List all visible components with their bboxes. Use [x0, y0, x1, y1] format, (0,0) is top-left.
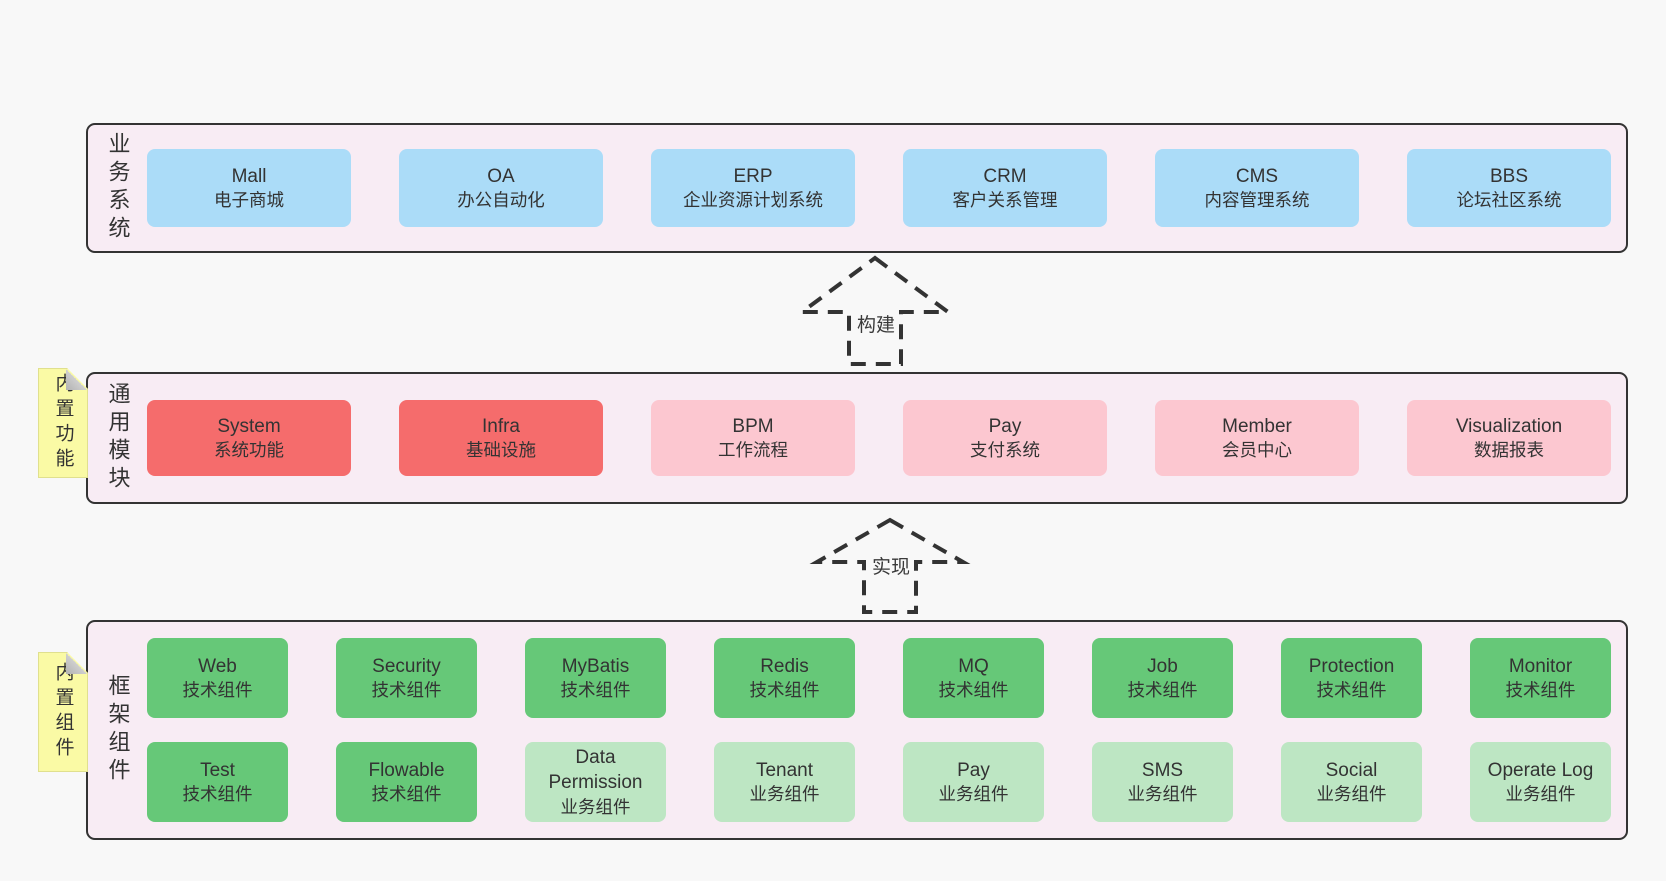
framework-components-label: 框架组件: [105, 674, 131, 786]
panel-label-column: 业务系统: [88, 125, 147, 251]
box-sms: SMS 业务组件: [1092, 742, 1233, 822]
business-systems-boxes: Mall 电子商城 OA 办公自动化 ERP 企业资源计划系统 CRM 客户关系…: [147, 125, 1611, 251]
framework-components-panel: 框架组件 Web 技术组件 Security 技术组件 MyBatis 技术组件…: [86, 620, 1628, 840]
framework-row-1: Web 技术组件 Security 技术组件 MyBatis 技术组件 Redi…: [147, 638, 1611, 718]
box-oa: OA 办公自动化: [399, 149, 603, 227]
panel-label-column: 通用模块: [88, 374, 147, 502]
box-erp: ERP 企业资源计划系统: [651, 149, 855, 227]
box-tenant: Tenant 业务组件: [714, 742, 855, 822]
build-arrow-icon: [795, 255, 955, 366]
box-bpm: BPM 工作流程: [651, 400, 855, 476]
box-redis: Redis 技术组件: [714, 638, 855, 718]
framework-row-2: Test 技术组件 Flowable 技术组件 Data Permission …: [147, 742, 1611, 822]
box-protection: Protection 技术组件: [1281, 638, 1422, 718]
built-in-features-sticky: 内置功能: [38, 368, 88, 478]
box-test: Test 技术组件: [147, 742, 288, 822]
implement-arrow-icon: [809, 517, 971, 614]
box-security: Security 技术组件: [336, 638, 477, 718]
box-mq: MQ 技术组件: [903, 638, 1044, 718]
box-data-permission: Data Permission 业务组件: [525, 742, 666, 822]
box-web: Web 技术组件: [147, 638, 288, 718]
box-bbs: BBS 论坛社区系统: [1407, 149, 1611, 227]
box-mybatis: MyBatis 技术组件: [525, 638, 666, 718]
common-modules-panel: 通用模块 System 系统功能 Infra 基础设施 BPM 工作流程 Pay…: [86, 372, 1628, 504]
box-monitor: Monitor 技术组件: [1470, 638, 1611, 718]
business-systems-label: 业务系统: [105, 132, 131, 244]
common-modules-boxes: System 系统功能 Infra 基础设施 BPM 工作流程 Pay 支付系统…: [147, 374, 1611, 502]
box-system: System 系统功能: [147, 400, 351, 476]
box-infra: Infra 基础设施: [399, 400, 603, 476]
panel-label-column: 框架组件: [88, 622, 147, 838]
built-in-components-label: 内置组件: [52, 662, 74, 762]
box-cms: CMS 内容管理系统: [1155, 149, 1359, 227]
box-job: Job 技术组件: [1092, 638, 1233, 718]
build-arrow-label: 构建: [853, 310, 899, 337]
box-social: Social 业务组件: [1281, 742, 1422, 822]
implement-arrow-label: 实现: [868, 552, 914, 579]
box-visualization: Visualization 数据报表: [1407, 400, 1611, 476]
box-member: Member 会员中心: [1155, 400, 1359, 476]
folded-corner-icon: [66, 653, 87, 674]
box-crm: CRM 客户关系管理: [903, 149, 1107, 227]
business-systems-panel: 业务系统 Mall 电子商城 OA 办公自动化 ERP 企业资源计划系统 CRM…: [86, 123, 1628, 253]
box-operate-log: Operate Log 业务组件: [1470, 742, 1611, 822]
folded-corner-icon: [66, 369, 87, 390]
built-in-components-sticky: 内置组件: [38, 652, 88, 772]
common-modules-label: 通用模块: [105, 382, 131, 494]
framework-components-rows: Web 技术组件 Security 技术组件 MyBatis 技术组件 Redi…: [147, 622, 1611, 838]
box-mall: Mall 电子商城: [147, 149, 351, 227]
built-in-features-label: 内置功能: [52, 373, 74, 473]
box-flowable: Flowable 技术组件: [336, 742, 477, 822]
box-pay-module: Pay 支付系统: [903, 400, 1107, 476]
box-pay-component: Pay 业务组件: [903, 742, 1044, 822]
